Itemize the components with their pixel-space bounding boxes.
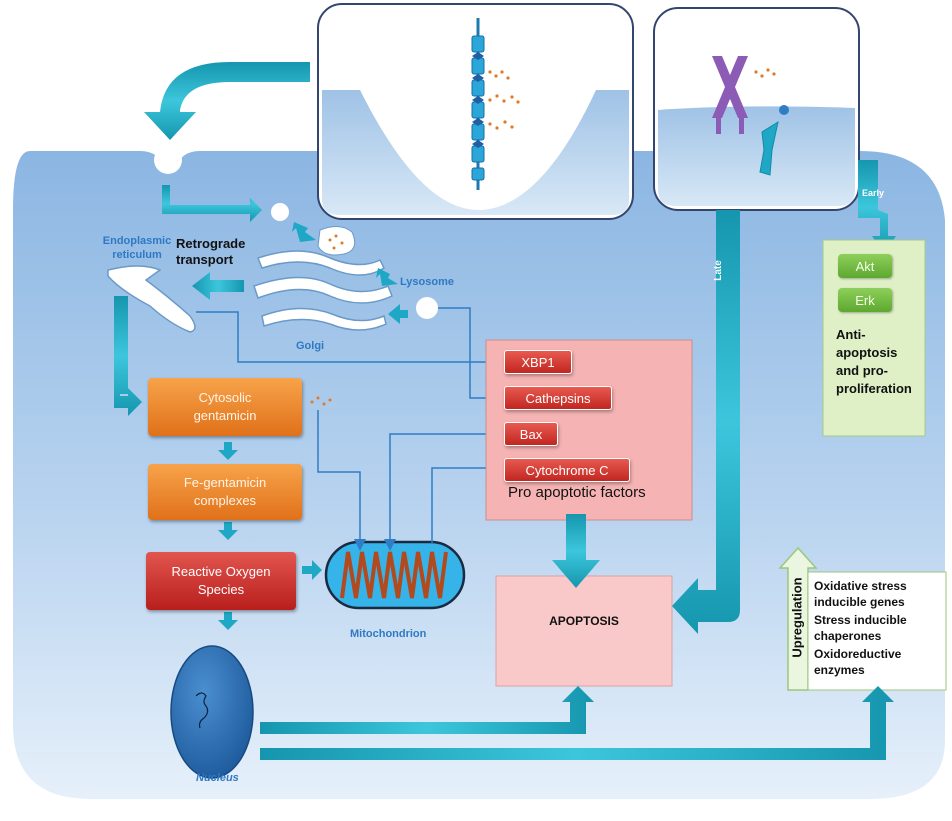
gene-3: Oxidoreductive enzymes: [814, 647, 902, 677]
line-lys-cathepsins: [438, 307, 503, 404]
nucleus-label: Nucleus: [196, 772, 239, 784]
arrow-ros-mito: [302, 560, 322, 580]
cytosolic-gentamicin-box: Cytosolic gentamicin: [148, 378, 302, 436]
receptor-panel: [653, 7, 860, 211]
apoptosis-label: APOPTOSIS: [549, 614, 619, 628]
arrow-down-3: [218, 612, 238, 630]
arrow-er-cytosol: [114, 296, 142, 416]
arrow-down-1: [218, 442, 238, 460]
line-er-xbp1: [196, 311, 503, 368]
vesicle: [271, 203, 289, 221]
arrow-nucleus-apoptosis: [260, 686, 594, 734]
entry-arrow: [144, 62, 310, 140]
retrograde-label: Retrograde transport: [176, 236, 246, 267]
arrow-lysosome-golgi: [388, 304, 408, 324]
arrow-to-vesicle: [292, 222, 316, 242]
line-bax-mito: [384, 433, 506, 551]
apoptosis-box: [495, 575, 673, 687]
kinase-akt: Akt: [838, 254, 892, 278]
arrow-down-2: [218, 522, 238, 540]
nucleus-shape: [170, 645, 254, 779]
golgi-stack: [253, 250, 393, 331]
er-label: Endoplasmic reticulum: [102, 235, 172, 261]
survival-text: Anti-apoptosis and pro-proliferation: [836, 327, 912, 396]
kinase-erk: Erk: [838, 288, 892, 312]
arrow-to-lysosome: [376, 268, 398, 286]
mitochondrion-shape: [324, 540, 466, 610]
upregulation-label: Upregulation: [789, 577, 805, 658]
arrow-golgi-er: [192, 272, 244, 300]
lysosome: [416, 297, 438, 319]
late-arrow: [672, 210, 740, 634]
line-drug-mito: [317, 410, 366, 551]
arrow-pit-vesicle: [162, 185, 262, 222]
pro-apoptotic-title: Pro apoptotic factors: [508, 484, 646, 501]
line-mito-cytc: [431, 462, 503, 544]
fe-gentamicin-box: Fe-gentamicin complexes: [148, 464, 302, 520]
er-shape: [107, 265, 196, 333]
early-arrow: [858, 160, 896, 254]
ros-box: Reactive Oxygen Species: [146, 552, 296, 610]
factor-cytochrome-c: Cytochrome C: [504, 458, 630, 482]
endocytic-pit: [154, 146, 182, 174]
factor-cathepsins: Cathepsins: [504, 386, 612, 410]
factor-xbp1: XBP1: [504, 350, 572, 374]
lysosome-label: Lysosome: [400, 276, 455, 288]
early-label: Early: [862, 188, 885, 198]
late-label: Late: [712, 260, 724, 281]
endocytosis-panel: [317, 3, 634, 220]
gene-1: Oxidative stress inducible genes: [814, 579, 907, 609]
mitochondrion-label: Mitochondrion: [350, 628, 427, 640]
golgi-label: Golgi: [296, 340, 325, 352]
gene-2: Stress inducible chaperones: [814, 613, 907, 643]
vesicle-with-drug: [317, 226, 356, 256]
arrow-nucleus-upregulation: [260, 686, 894, 760]
factor-bax: Bax: [504, 422, 558, 446]
upregulation-genes-box: [807, 571, 947, 691]
arrow-factors-apoptosis: [552, 514, 600, 588]
